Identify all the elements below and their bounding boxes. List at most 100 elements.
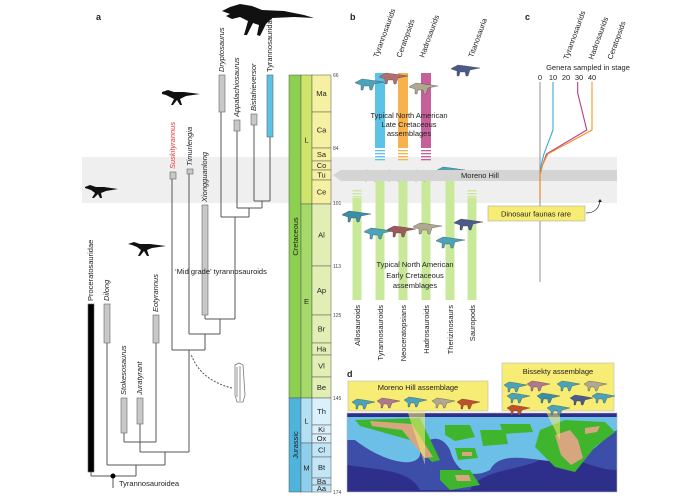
stage-label: Vl	[318, 362, 325, 371]
period-label: Jurassic	[291, 431, 300, 459]
early-range-bar	[445, 170, 455, 300]
late-group-label: Tyrannosaurids	[371, 7, 397, 58]
taxon-range-bar	[233, 119, 241, 132]
tyrannosauroidea-node-dot	[110, 473, 116, 479]
taxon-range-bar	[103, 303, 111, 344]
moreno-hill-label: Moreno Hill	[461, 171, 499, 180]
age-tick-label: 125	[333, 313, 342, 319]
series-label: Tyrannosaurids	[561, 9, 587, 60]
dinosaur-silhouette	[431, 397, 456, 409]
age-tick-label: 66	[333, 73, 339, 79]
x-tick-label: 20	[562, 73, 570, 82]
range-dash	[375, 150, 385, 152]
tyrannosauroidea-label: Tyrannosauroidea	[119, 479, 180, 488]
late-range-bar	[375, 73, 385, 148]
early-group-label: Allosauroids	[353, 305, 362, 346]
bissekty-assemblage-label: Bissekty assemblage	[523, 367, 593, 376]
taxon-label: Dryptosaurus	[217, 27, 226, 72]
range-dash	[352, 193, 362, 195]
stage-label: Ba	[317, 477, 327, 486]
series-line	[539, 82, 593, 200]
early-group-label: Neoceratopsians	[399, 305, 408, 362]
dinosaur-silhouette	[591, 392, 616, 404]
stage-label: Ki	[318, 425, 325, 434]
bissekty-callout-pointer	[545, 410, 560, 440]
range-dash	[375, 153, 385, 155]
taxon-range-bar	[87, 303, 95, 473]
late-text-line: assemblages	[387, 129, 431, 138]
range-dash	[421, 156, 431, 158]
late-text-line: Typical North American	[370, 111, 447, 120]
early-text-line: Typical North American	[376, 260, 453, 269]
epoch-label: L	[304, 417, 308, 426]
range-dash	[467, 193, 477, 195]
late-text-line: Late Cretaceous	[381, 120, 436, 129]
dinosaur-silhouette	[376, 397, 401, 409]
taxon-label: Bistahieversor	[249, 63, 258, 111]
chart-title: Genera sampled in stage	[546, 63, 630, 72]
taxon-label: Stokesosaurus	[119, 345, 128, 395]
tree-branches	[90, 112, 271, 488]
panel-label-d: d	[347, 369, 353, 379]
dinosaur-silhouette	[351, 398, 376, 410]
dinosaur-silhouette	[450, 64, 481, 77]
dinosaur-silhouette	[341, 210, 372, 223]
range-dash	[352, 190, 362, 192]
range-dash	[467, 196, 477, 198]
early-group-label: Therizinosaurs	[446, 305, 455, 354]
early-range-bar	[352, 198, 362, 300]
taxon-label: Appalachiosaurus	[232, 57, 241, 118]
taxon-range-bar	[266, 74, 274, 138]
stage-label: Br	[318, 325, 326, 334]
range-dash	[398, 150, 408, 152]
stage-label: Co	[317, 161, 327, 170]
faunas-rare-arrow	[585, 200, 601, 214]
moreno-hill-assemblage-label: Moreno Hill assemblage	[378, 383, 458, 392]
panel-label-a: a	[96, 12, 102, 22]
dinosaur-silhouette	[453, 218, 484, 231]
range-dash	[375, 156, 385, 158]
stage-label: Ce	[317, 188, 327, 197]
taxon-label: Juratyrant	[135, 361, 144, 396]
age-tick-label: 174	[333, 490, 342, 496]
metatarsal-fossil	[234, 362, 246, 403]
epoch-label: M	[303, 464, 309, 473]
taxon-label: Suskityrannus	[168, 122, 177, 169]
range-dash	[421, 150, 431, 152]
range-dash	[421, 153, 431, 155]
late-range-bar	[398, 73, 408, 148]
taxon-label: Timurlengia	[185, 127, 194, 166]
dinosaur-silhouette	[506, 392, 531, 404]
theropod-silhouette	[85, 185, 118, 198]
range-dash	[352, 196, 362, 198]
theropod-silhouette	[128, 242, 166, 256]
dinosaur-silhouette	[583, 380, 608, 392]
range-dash	[398, 153, 408, 155]
x-tick-label: 40	[588, 73, 596, 82]
stage-label: Bt	[318, 463, 326, 472]
taxon-range-bar	[186, 168, 194, 175]
stage-label: Al	[318, 231, 325, 240]
panel-label-b: b	[350, 12, 356, 22]
late-group-label: Titanosauria	[466, 16, 489, 58]
taxon-range-bar	[201, 204, 209, 316]
dinosaur-silhouette	[506, 404, 531, 416]
stage-label: Cl	[318, 446, 325, 455]
stage-label: Be	[317, 383, 326, 392]
dinosaur-silhouette	[526, 380, 551, 392]
age-tick-label: 145	[333, 396, 342, 402]
silhouettes	[85, 4, 314, 256]
dinosaur-silhouette	[403, 396, 428, 408]
age-tick-label: 101	[333, 201, 342, 207]
dinosaur-silhouette	[354, 78, 385, 91]
early-assemblage-text: Typical North American Early Cretaceous …	[376, 260, 453, 290]
early-group-label: Hadrosauroids	[422, 305, 431, 354]
faunas-rare-box	[487, 205, 586, 222]
epoch-label: L	[304, 136, 308, 145]
taxon-range-bar	[169, 171, 177, 180]
dinosaur-silhouette	[569, 394, 594, 406]
taxon-label: Eotyrannus	[151, 274, 160, 312]
early-group-label: Tyrannosauroids	[376, 305, 385, 361]
t-rex-silhouette	[222, 4, 314, 36]
